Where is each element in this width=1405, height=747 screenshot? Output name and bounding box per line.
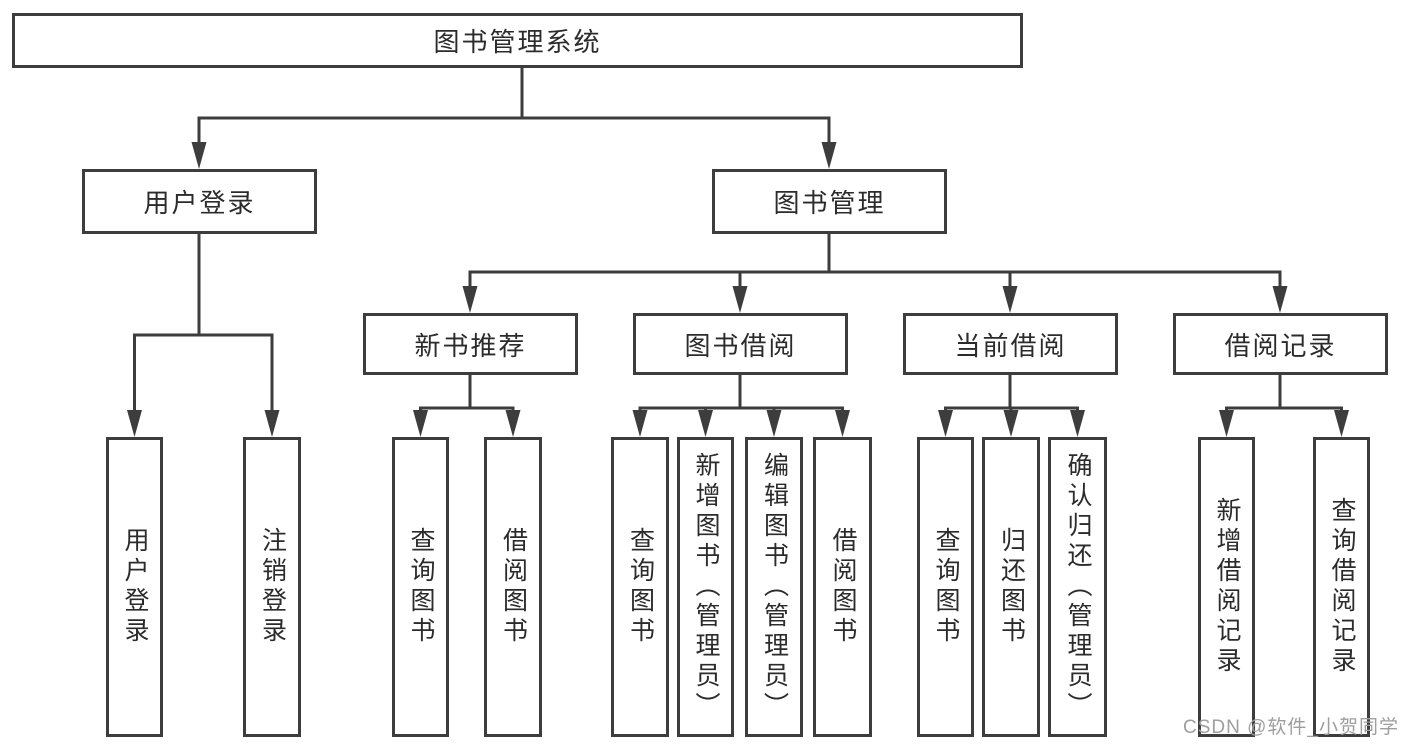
node-user-login: 用户登录 xyxy=(82,169,317,234)
leaf-borrow-books-1: 借阅图书 xyxy=(484,437,542,737)
leaf-query-books-2: 查询图书 xyxy=(611,437,669,737)
leaf-confirm-return-admin: 确认归还（管理员） xyxy=(1048,437,1107,737)
node-label: 编辑图书（管理员） xyxy=(760,452,789,722)
node-label: 新书推荐 xyxy=(414,330,527,361)
node-label: 图书借阅 xyxy=(684,330,797,361)
leaf-edit-books-admin: 编辑图书（管理员） xyxy=(745,437,803,737)
leaf-user-login: 用户登录 xyxy=(106,437,163,737)
leaf-return-books: 归还图书 xyxy=(982,437,1040,737)
node-book-management: 图书管理 xyxy=(712,169,947,234)
node-label: 借阅记录 xyxy=(1224,330,1337,361)
node-label: 用户登录 xyxy=(143,188,256,218)
node-label: 当前借阅 xyxy=(954,330,1067,361)
node-label: 图书管理系统 xyxy=(433,27,602,57)
node-label: 查询借阅记录 xyxy=(1328,497,1356,677)
node-label: 归还图书 xyxy=(997,527,1026,647)
node-label: 新增借阅记录 xyxy=(1213,497,1241,677)
node-label: 借阅图书 xyxy=(829,527,857,647)
node-current-borrow: 当前借阅 xyxy=(903,313,1118,375)
node-label: 查询图书 xyxy=(407,527,435,647)
leaf-logout: 注销登录 xyxy=(243,437,301,737)
csdn-watermark: CSDN @软件_小贺同学 xyxy=(1183,717,1399,738)
leaf-query-books-1: 查询图书 xyxy=(392,437,449,737)
node-label: 用户登录 xyxy=(121,527,149,647)
node-label: 借阅图书 xyxy=(499,527,528,647)
node-root-system: 图书管理系统 xyxy=(12,13,1023,68)
node-borrow-record: 借阅记录 xyxy=(1173,313,1388,375)
leaf-borrow-books-2: 借阅图书 xyxy=(813,437,872,737)
node-label: 查询图书 xyxy=(932,527,960,647)
node-new-book-recommend: 新书推荐 xyxy=(363,313,578,375)
node-label: 确认归还（管理员） xyxy=(1064,452,1092,722)
node-label: 新增图书（管理员） xyxy=(692,452,720,722)
leaf-add-borrow-record: 新增借阅记录 xyxy=(1198,437,1255,737)
node-label: 查询图书 xyxy=(626,527,655,647)
node-label: 注销登录 xyxy=(258,527,287,647)
leaf-query-books-3: 查询图书 xyxy=(917,437,974,737)
leaf-query-borrow-record: 查询借阅记录 xyxy=(1313,437,1370,737)
node-book-borrow: 图书借阅 xyxy=(633,313,848,375)
leaf-add-books-admin: 新增图书（管理员） xyxy=(677,437,734,737)
node-label: 图书管理 xyxy=(773,188,886,218)
